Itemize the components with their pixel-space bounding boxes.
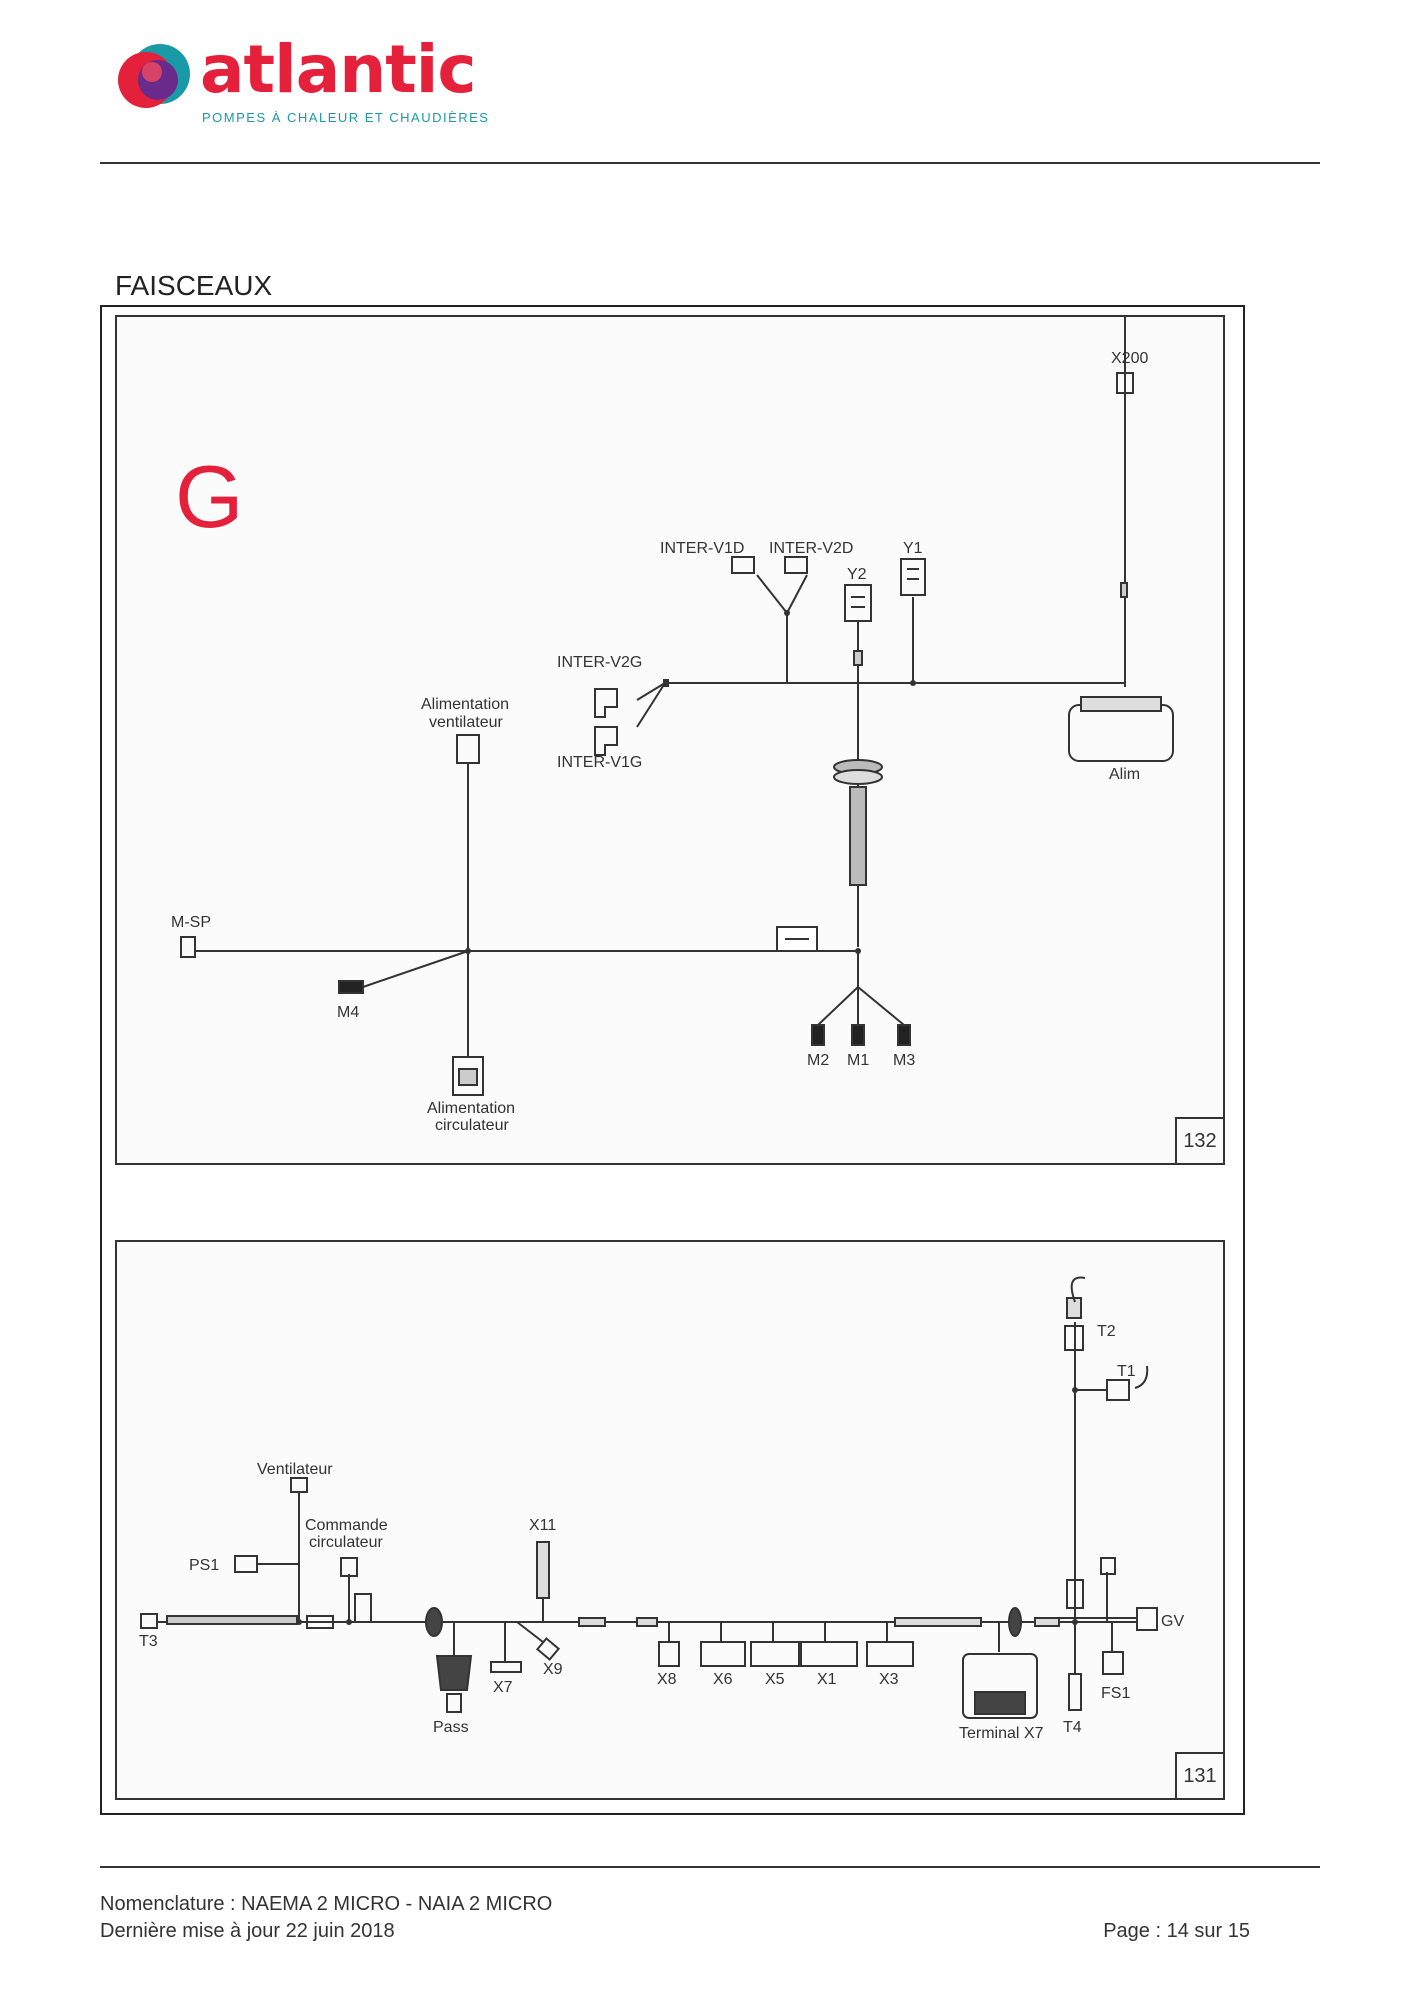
label-alim-circ-1: Alimentation (427, 1100, 515, 1117)
label-x11: X11 (529, 1517, 556, 1534)
panel-number: 132 (1175, 1117, 1223, 1163)
harness-g-drawing: G X200 INTER-V1D INTER-V2D Y1 Y2 INTER-V… (171, 317, 1174, 1134)
label-t3: T3 (139, 1633, 158, 1650)
label-m3: M3 (893, 1052, 915, 1069)
label-commande-2: circulateur (309, 1534, 383, 1551)
label-inter-v2g: INTER-V2G (557, 654, 642, 671)
label-y2: Y2 (847, 566, 867, 583)
label-x7: X7 (493, 1679, 513, 1696)
label-t1: T1 (1117, 1363, 1136, 1380)
label-m4: M4 (337, 1004, 359, 1021)
label-alim-vent-1: Alimentation (421, 696, 509, 713)
logo-mark-icon (118, 44, 190, 108)
harness-diagram-131: T2 T1 Ventilateur Commande circulateur P… (115, 1240, 1225, 1800)
footer-nomenclature: Nomenclature : NAEMA 2 MICRO - NAIA 2 MI… (100, 1893, 553, 1915)
label-m1: M1 (847, 1052, 869, 1069)
variant-letter: G (175, 447, 243, 546)
label-alim-circ-2: circulateur (435, 1117, 509, 1134)
label-ventilateur: Ventilateur (257, 1461, 333, 1478)
label-t2: T2 (1097, 1323, 1116, 1340)
label-x200: X200 (1111, 350, 1148, 367)
label-m-sp: M-SP (171, 914, 211, 931)
label-x5: X5 (765, 1671, 785, 1688)
label-m2: M2 (807, 1052, 829, 1069)
label-inter-v2d: INTER-V2D (769, 540, 853, 557)
header-rule (100, 162, 1320, 164)
panel-number: 131 (1175, 1752, 1223, 1798)
label-x9: X9 (543, 1661, 563, 1678)
label-alim: Alim (1109, 766, 1140, 783)
label-x3: X3 (879, 1671, 899, 1688)
atlantic-logo: atlantic POMPES À CHALEUR ET CHAUDIÈRES (112, 31, 492, 128)
footer-page-number: Page : 14 sur 15 (1103, 1920, 1250, 1942)
label-x8: X8 (657, 1671, 677, 1688)
harness-diagram-g: G X200 INTER-V1D INTER-V2D Y1 Y2 INTER-V… (115, 315, 1225, 1165)
logo-wordmark: atlantic (200, 31, 477, 108)
footer-rule (100, 1866, 1320, 1868)
label-inter-v1g: INTER-V1G (557, 754, 642, 771)
footer-updated: Dernière mise à jour 22 juin 2018 (100, 1920, 395, 1942)
logo-tagline: POMPES À CHALEUR ET CHAUDIÈRES (202, 110, 490, 125)
label-gv: GV (1161, 1613, 1184, 1630)
label-t4: T4 (1063, 1719, 1082, 1736)
outer-frame (100, 305, 1245, 1815)
label-alim-vent-2: ventilateur (429, 714, 503, 731)
label-ps1: PS1 (189, 1557, 219, 1574)
section-title: FAISCEAUX (115, 270, 273, 301)
label-pass: Pass (433, 1719, 469, 1736)
label-commande-1: Commande (305, 1517, 388, 1534)
label-inter-v1d: INTER-V1D (660, 540, 744, 557)
label-fs1: FS1 (1101, 1685, 1130, 1702)
harness-131-drawing: T2 T1 Ventilateur Commande circulateur P… (139, 1276, 1184, 1742)
label-x1: X1 (817, 1671, 837, 1688)
label-x6: X6 (713, 1671, 733, 1688)
label-y1: Y1 (903, 540, 923, 557)
label-terminal-x7: Terminal X7 (959, 1725, 1044, 1742)
